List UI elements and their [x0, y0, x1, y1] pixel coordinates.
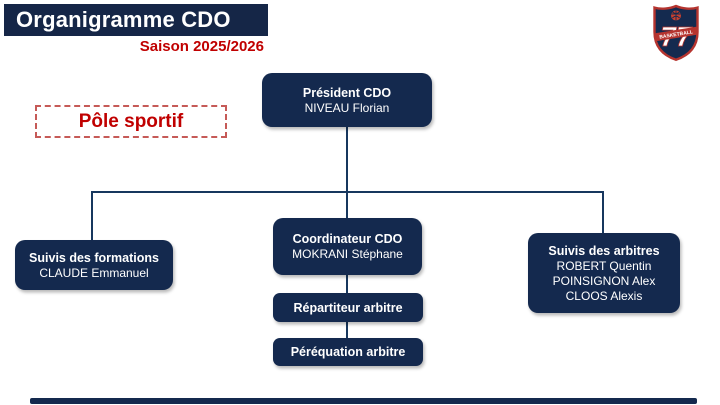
connector-right-vertical: [602, 191, 604, 234]
perequation-title: Péréquation arbitre: [290, 345, 406, 359]
arbitres-name: ROBERT Quentin: [556, 258, 652, 273]
president-title: Président CDO: [302, 85, 392, 100]
coordinator-name: MOKRANI Stéphane: [292, 247, 403, 261]
formations-name: CLAUDE Emmanuel: [39, 265, 149, 280]
svg-text:BASKETBALL: BASKETBALL: [659, 29, 693, 40]
coordinator-title: Coordinateur CDO: [292, 232, 403, 246]
arbitres-title: Suivis des arbitres: [548, 243, 660, 258]
org-box-president: Président CDO NIVEAU Florian: [262, 73, 432, 127]
connector-repartiteur-perequation: [346, 322, 348, 338]
repartiteur-title: Répartiteur arbitre: [293, 300, 403, 315]
connector-president-vertical: [346, 127, 348, 219]
org-box-coordinator: Coordinateur CDO MOKRANI Stéphane: [273, 218, 422, 275]
page-title: Organigramme CDO: [16, 7, 231, 32]
bottom-accent-bar: [30, 398, 697, 404]
org-box-arbitres: Suivis des arbitres ROBERT Quentin POINS…: [528, 233, 680, 313]
formations-title: Suivis des formations: [29, 250, 159, 265]
org-box-repartiteur: Répartiteur arbitre: [273, 293, 423, 322]
shield-logo-icon: 77 BASKETBALL: [653, 4, 699, 62]
pole-sportif-label: Pôle sportif: [78, 110, 184, 132]
pole-sportif-frame: Pôle sportif: [35, 105, 227, 138]
arbitres-name: POINSIGNON Alex: [552, 273, 656, 288]
season-subtitle: Saison 2025/2026: [139, 38, 264, 55]
org-box-perequation: Péréquation arbitre: [273, 338, 423, 366]
page-title-bar: Organigramme CDO: [4, 4, 268, 36]
president-name: NIVEAU Florian: [304, 100, 390, 115]
arbitres-name: CLOOS Alexis: [565, 288, 643, 303]
connector-left-vertical: [91, 191, 93, 241]
connector-horizontal: [91, 191, 604, 193]
connector-coordinator-repartiteur: [346, 275, 348, 294]
basketball-77-logo: 77 BASKETBALL: [652, 4, 700, 62]
org-box-formations: Suivis des formations CLAUDE Emmanuel: [15, 240, 173, 290]
